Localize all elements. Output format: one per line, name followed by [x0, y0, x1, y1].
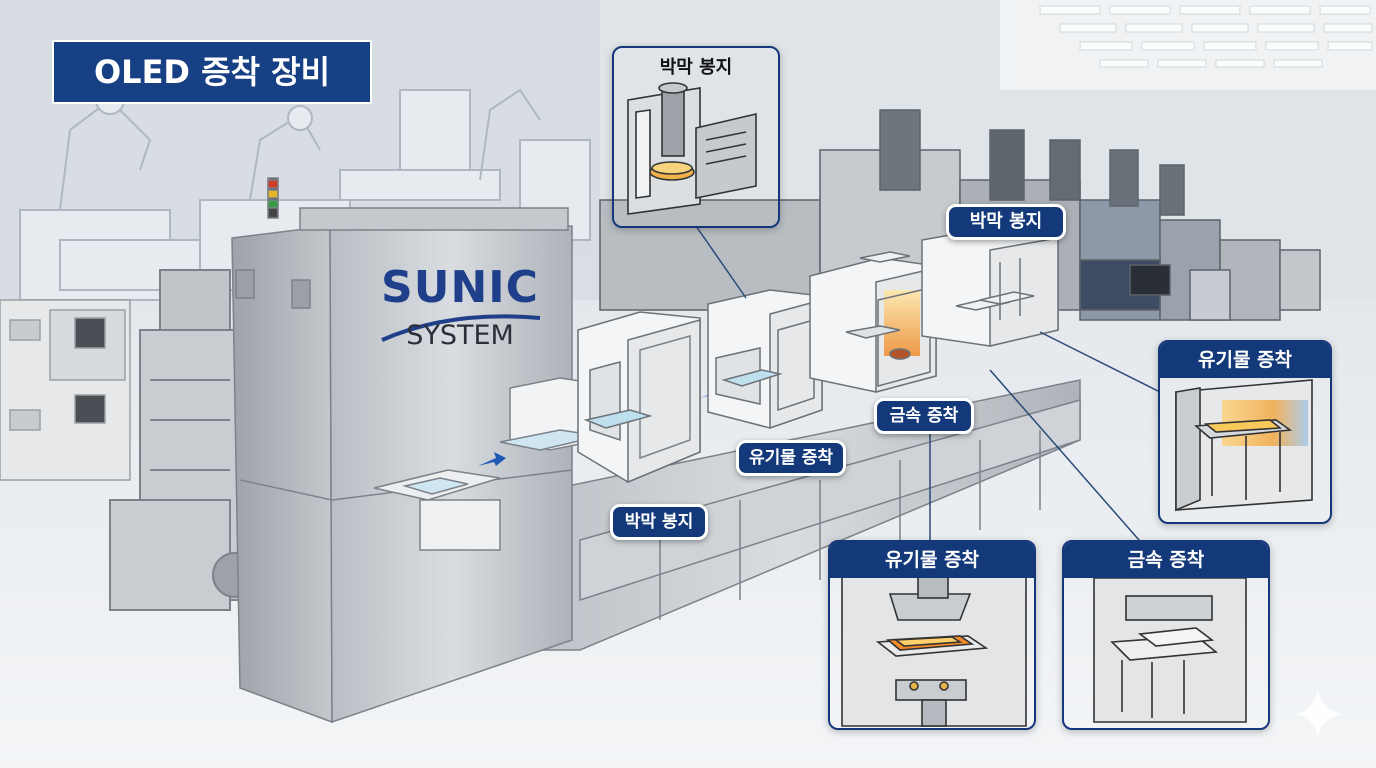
loading-station	[373, 469, 501, 551]
callout-organic-bottom-title: 유기물 증착	[830, 542, 1034, 578]
callout-metal-bottom-title: 금속 증착	[1064, 542, 1268, 578]
page-title: OLED 증착 장비	[52, 40, 372, 104]
encapsulation-drawing	[627, 82, 757, 215]
label-encapsulation-top: 박막 봉지	[946, 204, 1066, 240]
leader-lines	[695, 225, 1161, 549]
label-metal: 금속 증착	[874, 398, 974, 434]
chamber-encapsulation	[577, 311, 701, 484]
organic-bottom-drawing	[841, 569, 1027, 727]
sparkle-icon	[1294, 690, 1342, 738]
main-cabinet	[231, 177, 573, 724]
callout-encapsulation: 박막 봉지	[612, 46, 780, 228]
brand-name: SUNIC	[381, 262, 539, 313]
callout-metal-bottom: 금속 증착	[1062, 540, 1270, 730]
chamber-encapsulation-back	[921, 227, 1059, 347]
callout-organic-bottom: 유기물 증착	[828, 540, 1036, 730]
metal-bottom-drawing	[1093, 577, 1247, 723]
side-cabinet	[0, 299, 131, 481]
vacuum-pumps	[109, 269, 258, 611]
label-encapsulation-bottom: 박막 봉지	[610, 504, 708, 540]
callout-encapsulation-title: 박막 봉지	[659, 57, 733, 78]
callout-organic-right: 유기물 증착	[1158, 340, 1332, 524]
organic-right-drawing	[1175, 379, 1313, 512]
ceiling-lights	[1000, 0, 1376, 90]
chamber-metal	[809, 251, 937, 393]
chamber-organic	[707, 289, 823, 430]
callout-organic-right-title: 유기물 증착	[1160, 342, 1330, 378]
label-organic: 유기물 증착	[736, 440, 846, 476]
brand-subname: SYSTEM	[406, 320, 514, 351]
brand-swoosh	[381, 314, 541, 342]
